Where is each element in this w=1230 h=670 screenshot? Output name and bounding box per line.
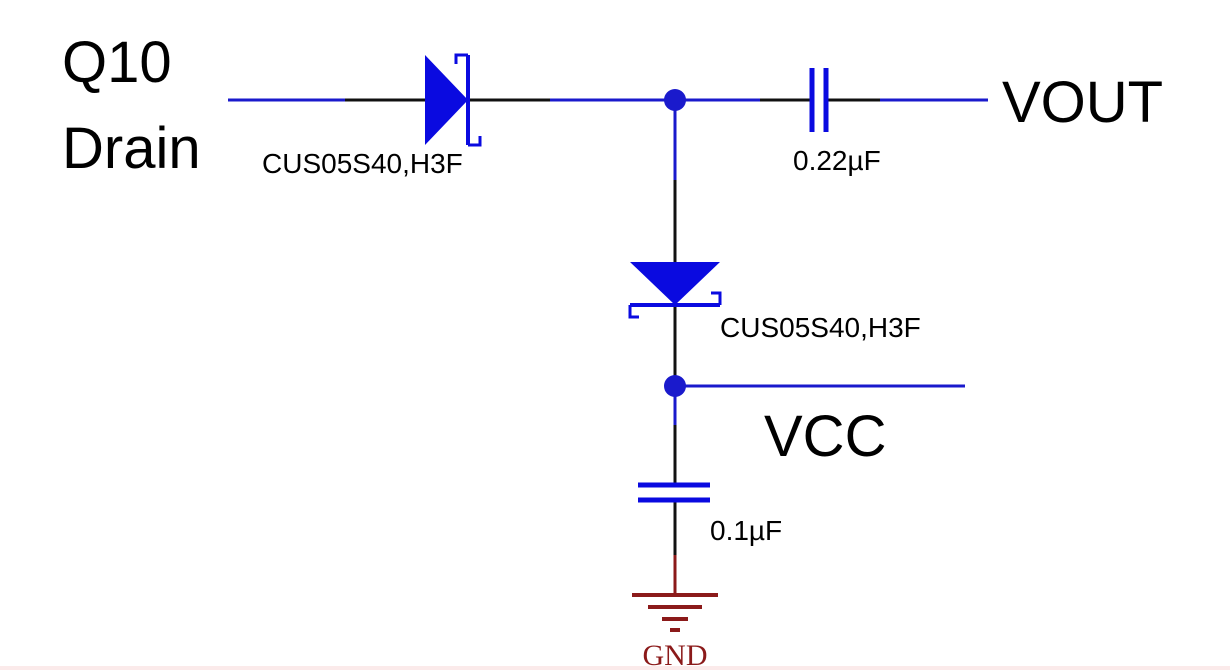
supply-net-label: VCC	[764, 404, 886, 469]
diode-d1-label: CUS05S40,H3F	[262, 148, 463, 179]
ground-label: GND	[643, 639, 708, 670]
ground-icon	[632, 593, 718, 632]
input-net-label-line1: Q10	[62, 30, 172, 95]
output-net-label: VOUT	[1002, 70, 1163, 135]
capacitor-c1-label: 0.22µF	[793, 145, 881, 176]
diode-d1-symbol	[425, 53, 482, 147]
diode-d2-symbol	[628, 262, 722, 319]
diode-d2-label: CUS05S40,H3F	[720, 312, 921, 343]
capacitor-c1-symbol	[809, 68, 829, 132]
input-net-label-line2: Drain	[62, 116, 201, 181]
capacitor-c2-label: 0.1µF	[710, 515, 782, 546]
capacitor-c2-symbol	[638, 482, 710, 503]
page-bottom-edge	[0, 666, 1230, 670]
